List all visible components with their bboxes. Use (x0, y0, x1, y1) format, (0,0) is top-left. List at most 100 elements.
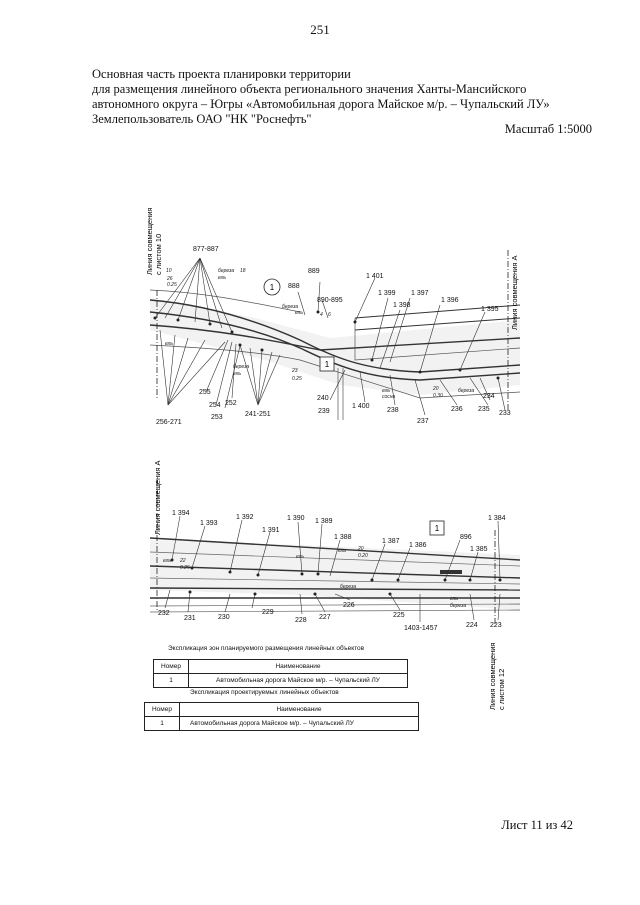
veg-label: береза (340, 584, 356, 590)
row-name: Автомобильная дорога Майское м/р. – Чупа… (179, 716, 419, 731)
header-line-1: Основная часть проекта планировки террит… (92, 67, 351, 81)
label-228: 228 (295, 617, 307, 624)
label-252: 252 (225, 400, 237, 407)
label-888: 888 (288, 283, 300, 290)
table-objects-caption: Экспликация проектируемых линейных объек… (190, 689, 339, 696)
label-1389: 1 389 (315, 518, 333, 525)
veg-fraction: 0.25 (167, 282, 177, 288)
veg-label: ель (295, 310, 303, 316)
label-256-271: 256-271 (156, 419, 182, 426)
veg-fraction: 0.25 (292, 376, 302, 382)
label-232: 232 (158, 610, 170, 617)
col-name-header: Наименование (179, 702, 419, 717)
header-line-3: автономного округа – Югры «Автомобильная… (92, 97, 550, 111)
sheet-number: Лист 11 из 42 (501, 818, 573, 832)
veg-label: береза (218, 268, 234, 274)
veg-fraction: 18 (240, 268, 246, 274)
row-number: 1 (153, 673, 189, 688)
document-header: Основная часть проекта планировки террит… (92, 67, 602, 127)
veg-fraction: 22 (179, 558, 186, 564)
label-1393: 1 393 (200, 520, 218, 527)
left-match-line-label-1: Линия совмещения (145, 208, 154, 275)
label-1387: 1 387 (382, 538, 400, 545)
label-233: 233 (499, 410, 511, 417)
label-1390: 1 390 (287, 515, 305, 522)
col-number-header: Номер (144, 702, 180, 717)
zone-marker-circle (263, 278, 281, 296)
label-890-895: 890-895 (317, 297, 343, 304)
veg-label: береза (233, 364, 249, 370)
row-number: 1 (144, 716, 180, 731)
label-240: 240 (317, 395, 329, 402)
label-253: 253 (211, 414, 223, 421)
veg-label: ель (218, 275, 226, 281)
veg-fraction: 23 (291, 368, 298, 374)
table-objects: Номер Наименование 1 Автомобильная дорог… (144, 702, 419, 731)
label-229: 229 (262, 609, 274, 616)
label-1388: 1 388 (334, 534, 352, 541)
scale-label: Масштаб 1:5000 (504, 122, 592, 136)
label-1397: 1 397 (411, 290, 429, 297)
label-1394: 1 394 (172, 510, 190, 517)
label-238: 238 (387, 407, 399, 414)
label-254: 254 (209, 402, 221, 409)
label-1398: 1 398 (393, 302, 411, 309)
veg-fraction: 10 (166, 268, 172, 274)
label-239: 239 (318, 408, 330, 415)
corridor-fill-bottom (150, 540, 520, 610)
label-1401: 1 401 (366, 273, 384, 280)
right-match-line-label: Линия совмещения А (510, 255, 519, 330)
road-lines-bottom (149, 537, 521, 599)
bottom-left-match-line-label: Линия совмещения А (153, 460, 162, 535)
label-224: 224 (466, 622, 478, 629)
label-231: 231 (184, 615, 196, 622)
label-1399: 1 399 (378, 290, 396, 297)
label-230: 230 (218, 614, 230, 621)
table-row: 1 Автомобильная дорога Майское м/р. – Чу… (153, 673, 408, 688)
veg-fraction: 26 (166, 276, 173, 282)
veg-label: ель (382, 388, 390, 394)
veg-fraction: 0.25 (180, 565, 190, 571)
label-896: 896 (460, 534, 472, 541)
label-225: 225 (393, 612, 405, 619)
veg-label: сосна (382, 394, 396, 400)
label-241-251: 241-251 (245, 411, 271, 418)
veg-label: береза (458, 388, 474, 394)
label-235: 235 (478, 406, 490, 413)
object-marker-label: 1 (325, 360, 330, 369)
veg-label: ель (165, 341, 173, 347)
object-marker-box (319, 356, 335, 372)
label-255: 255 (199, 389, 211, 396)
veg-fraction: 6 (328, 312, 331, 318)
table-header-row: Номер Наименование (153, 659, 408, 674)
header-line-4: Землепользователь ОАО "НК "Роснефть" (92, 112, 312, 126)
veg-fraction: 20 (432, 386, 439, 392)
zone-marker-label: 1 (270, 283, 275, 292)
label-1403-1457: 1403-1457 (404, 625, 438, 632)
label-1385: 1 385 (470, 546, 488, 553)
veg-fraction: 20 (357, 546, 364, 552)
label-1395: 1 395 (481, 306, 499, 313)
table-header-row: Номер Наименование (144, 702, 419, 717)
bottom-right-match-line-label-1: Линия совмещения (488, 643, 497, 710)
table-zones-caption: Экспликация зон планируемого размещения … (168, 645, 365, 652)
bottom-right-match-line-label-2: с листом 12 (497, 669, 506, 710)
label-234: 234 (483, 393, 495, 400)
road-lines-top (149, 299, 521, 381)
label-1396: 1 396 (441, 297, 459, 304)
label-236: 236 (451, 406, 463, 413)
veg-fraction: 0.20 (358, 553, 368, 559)
object-marker-label-bottom: 1 (435, 524, 440, 533)
label-1392: 1 392 (236, 514, 254, 521)
page-number: 251 (310, 22, 330, 37)
label-226: 226 (343, 602, 355, 609)
table-zones: Номер Наименование 1 Автомобильная дорог… (153, 659, 408, 688)
veg-label: береза (282, 304, 298, 310)
veg-fraction: 4 (320, 312, 323, 318)
header-line-2: для размещения линейного объекта региона… (92, 82, 527, 96)
veg-label: ель (233, 371, 241, 377)
veg-label: береза (450, 603, 466, 609)
label-1400: 1 400 (352, 403, 370, 410)
